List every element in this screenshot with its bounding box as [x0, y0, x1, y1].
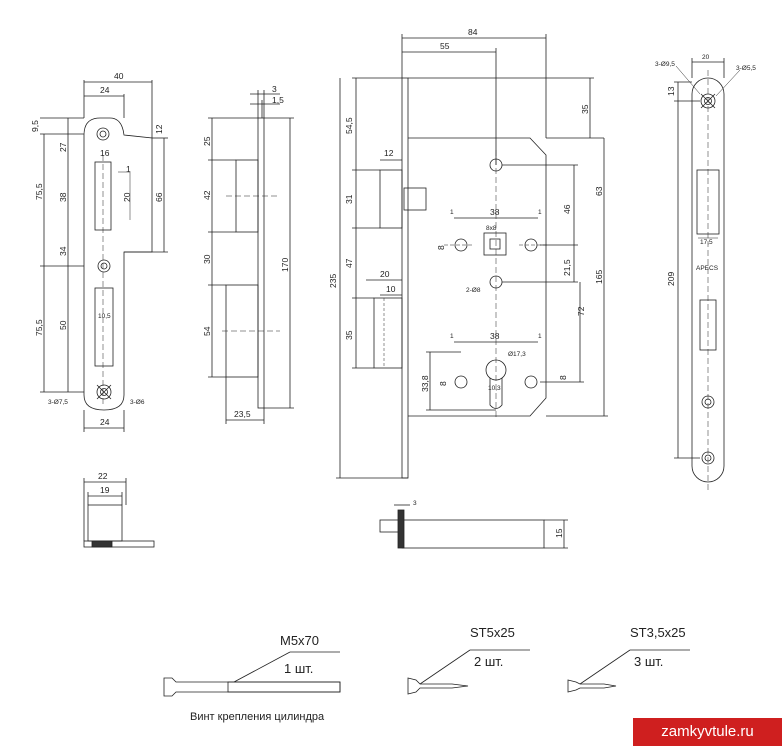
- watermark-badge: zamkyvtule.ru: [633, 718, 782, 746]
- strike-dim-24-bottom: 24: [100, 417, 110, 427]
- lock-body: 84 55 35 54,5 12 31 63 46 38 1 1 8x8 8 4…: [328, 27, 608, 479]
- faceplate-dim-209: 209: [666, 272, 676, 286]
- faceplate-dim-17-5: 17,5: [700, 239, 713, 246]
- strike-dim-50: 50: [58, 320, 68, 330]
- body-dim-10: 10: [386, 284, 396, 294]
- body-dim-12: 12: [384, 148, 394, 158]
- faceplate-dim-20: 20: [702, 54, 710, 61]
- side-dim-1-5: 1,5: [272, 95, 284, 105]
- screw-m5x70: M5x70 1 шт.: [163, 633, 341, 697]
- side-dim-25: 25: [202, 136, 212, 146]
- body-dim-8-mid: 8: [438, 381, 448, 386]
- strike-dim-66: 66: [154, 192, 164, 202]
- body-dim-33-8: 33,8: [420, 375, 430, 392]
- body-dim-8-right: 8: [558, 375, 568, 380]
- screw-st3-5x25: ST3,5x25 3 шт.: [567, 625, 690, 693]
- strike-dim-38: 38: [58, 192, 68, 202]
- strike-dim-34: 34: [58, 246, 68, 256]
- strike-dim-20: 20: [122, 192, 132, 202]
- body-dim-8x8: 8x8: [486, 225, 497, 232]
- bottom-view: 3 15: [379, 500, 568, 549]
- strike-dim-10-5: 10,5: [98, 313, 111, 320]
- body-dim-35-top: 35: [580, 104, 590, 114]
- screw-st3-5x25-name: ST3,5x25: [630, 625, 686, 640]
- faceplate-dim-13: 13: [666, 86, 676, 96]
- body-dim-84: 84: [468, 27, 478, 37]
- body-dim-235: 235: [328, 274, 338, 288]
- cylinder-screw-note: Винт крепления цилиндра: [190, 711, 325, 723]
- body-dim-72: 72: [576, 306, 586, 316]
- body-dim-1-b: 1: [538, 209, 542, 216]
- body-dim-35-bottom: 35: [344, 330, 354, 340]
- body-dim-165: 165: [594, 270, 604, 284]
- strike-dim-27: 27: [58, 142, 68, 152]
- screw-st5x25-name: ST5x25: [470, 625, 515, 640]
- body-dim-1-a: 1: [450, 209, 454, 216]
- body-dim-d17-3: Ø17,3: [508, 351, 526, 358]
- bottom-dim-3: 3: [413, 500, 417, 507]
- strike-holes-left: 3-Ø7,5: [48, 399, 68, 406]
- faceplate: 20 3-Ø9,5 3-Ø5,5 13 209 17,5 APECS: [655, 54, 756, 490]
- latch-small-view: 22 19: [83, 471, 155, 548]
- latch-dim-22: 22: [98, 471, 108, 481]
- side-dim-3: 3: [272, 84, 277, 94]
- side-dim-23-5: 23,5: [234, 409, 251, 419]
- body-dim-20: 20: [380, 269, 390, 279]
- strike-dim-1: 1: [126, 164, 131, 174]
- screw-m5x70-qty: 1 шт.: [284, 661, 313, 676]
- strike-dim-16: 16: [100, 148, 110, 158]
- body-dim-54-5: 54,5: [344, 117, 354, 134]
- strike-dim-24-top: 24: [100, 85, 110, 95]
- strike-dim-12: 12: [154, 124, 164, 134]
- side-view: 3 1,5 25 42 30 170 54 23,5: [202, 84, 294, 424]
- side-dim-54: 54: [202, 326, 212, 336]
- body-dim-47: 47: [344, 258, 354, 268]
- screw-st5x25-qty: 2 шт.: [474, 654, 503, 669]
- strike-plate: 40 24 9,5 12 27 16 1 20 66 38 75,5 34 75…: [30, 71, 168, 432]
- screw-m5x70-name: M5x70: [280, 633, 319, 648]
- strike-holes-right: 3-Ø6: [130, 399, 145, 406]
- body-dim-38-top: 38: [490, 207, 500, 217]
- bottom-dim-15: 15: [554, 528, 564, 538]
- body-dim-21-5: 21,5: [562, 259, 572, 276]
- strike-dim-9-5: 9,5: [30, 120, 40, 132]
- body-dim-46: 46: [562, 204, 572, 214]
- body-dim-63: 63: [594, 186, 604, 196]
- strike-dim-75-5-bottom: 75,5: [34, 319, 44, 336]
- faceplate-holes-left: 3-Ø9,5: [655, 61, 675, 68]
- side-dim-42: 42: [202, 190, 212, 200]
- strike-dim-40: 40: [114, 71, 124, 81]
- body-dim-10-3: 10,3: [488, 385, 501, 392]
- body-dim-1-c: 1: [450, 333, 454, 340]
- faceplate-brand: APECS: [696, 265, 719, 272]
- body-dim-1-d: 1: [538, 333, 542, 340]
- body-holes-label: 2-Ø8: [466, 287, 481, 294]
- screw-st3-5x25-qty: 3 шт.: [634, 654, 663, 669]
- body-dim-8-top: 8: [436, 245, 446, 250]
- body-dim-31: 31: [344, 194, 354, 204]
- body-dim-55: 55: [440, 41, 450, 51]
- latch-dim-19: 19: [100, 485, 110, 495]
- side-dim-30: 30: [202, 254, 212, 264]
- screw-st5x25: ST5x25 2 шт.: [407, 625, 530, 695]
- strike-dim-75-5-top: 75,5: [34, 183, 44, 200]
- faceplate-holes-right: 3-Ø5,5: [736, 65, 756, 72]
- side-dim-170: 170: [280, 258, 290, 272]
- body-dim-38-bottom: 38: [490, 331, 500, 341]
